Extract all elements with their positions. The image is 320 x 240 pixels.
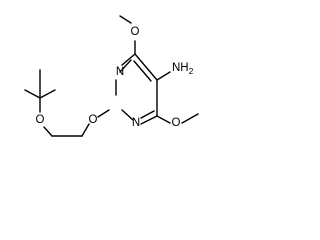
bond-c2-o xyxy=(97,109,110,118)
atom-labels: N N NH2 O O O O xyxy=(36,26,194,129)
bond-cq-ch3-left xyxy=(24,89,41,99)
chemical-structure: N N NH2 O O O O xyxy=(24,15,199,137)
bond-c2-n1 xyxy=(121,109,134,121)
atom-o-ether-ring: O xyxy=(89,114,98,126)
bond-n1-c6 xyxy=(140,115,158,125)
atom-n-top: N xyxy=(116,66,124,78)
bonds xyxy=(24,15,199,137)
atom-n-left: N xyxy=(132,117,140,129)
bond-c5-nh2 xyxy=(156,71,171,81)
bond-o-ch3-bottom xyxy=(181,113,199,124)
bond-n3-c4-inner xyxy=(119,59,132,73)
bond-n1-c6-inner xyxy=(140,110,155,119)
bond-cq-ch3-right xyxy=(39,89,56,99)
bond-c5-c4-inner xyxy=(133,60,152,82)
atom-o-methoxy-top: O xyxy=(131,26,140,38)
bond-ch2-o xyxy=(43,126,53,137)
bond-o-ch3-top xyxy=(119,15,132,24)
bond-c4-n3 xyxy=(121,53,136,66)
bond-o-ch2 xyxy=(81,123,90,137)
bond-c6-o xyxy=(156,115,171,124)
atom-nh2: NH2 xyxy=(172,62,194,76)
atom-o-methoxy-bottom: O xyxy=(172,117,181,129)
bond-c5-c4 xyxy=(134,53,158,81)
atom-o-ether-tbu: O xyxy=(36,114,45,126)
